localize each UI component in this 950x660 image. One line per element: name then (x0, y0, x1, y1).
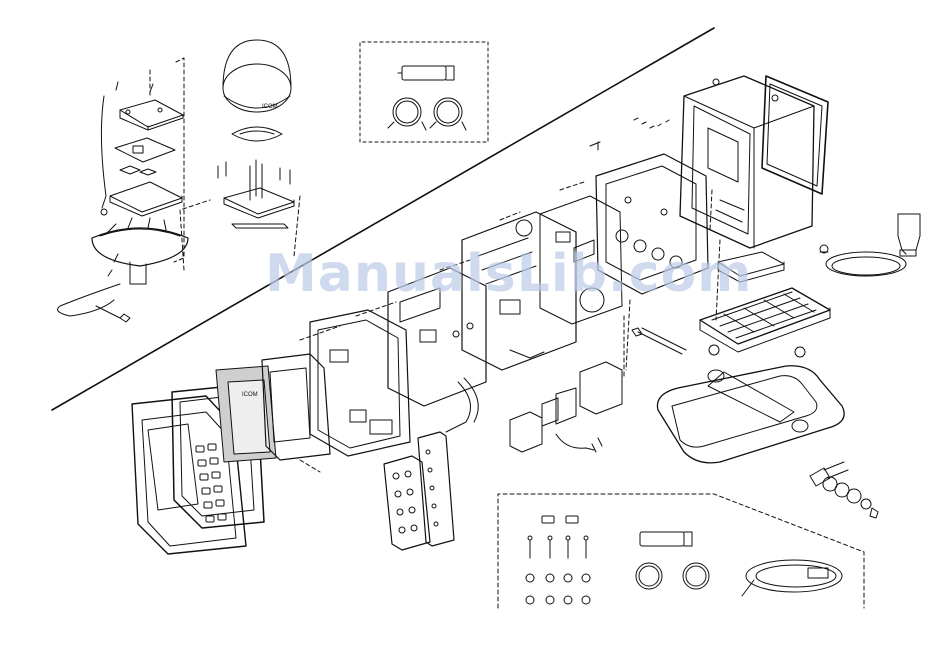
top-dashed-accessory-box (360, 42, 488, 142)
antenna-dome-assembly: ICOM (180, 40, 300, 270)
small-modules (510, 362, 622, 452)
keypad-buttons (196, 444, 226, 522)
diagonal-divider-line (52, 28, 714, 410)
main-pcb-board (462, 212, 576, 370)
antenna-base-assembly (58, 58, 188, 322)
mounting-bracket-base (632, 328, 844, 463)
cpu-board (388, 268, 486, 406)
keypad-pcb (418, 432, 454, 546)
power-board (540, 196, 622, 324)
main-enclosure-box (634, 76, 828, 248)
mounting-knob-washers (810, 462, 878, 518)
rear-chassis-panel (590, 142, 708, 294)
antenna-logo-label: ICOM (262, 104, 278, 110)
ribbon-cable (446, 378, 478, 432)
bottom-dashed-accessory-box (498, 494, 864, 608)
transducer-cable (820, 214, 920, 276)
mounting-tray (700, 252, 830, 357)
display-logo-label: ICOM (242, 392, 258, 398)
